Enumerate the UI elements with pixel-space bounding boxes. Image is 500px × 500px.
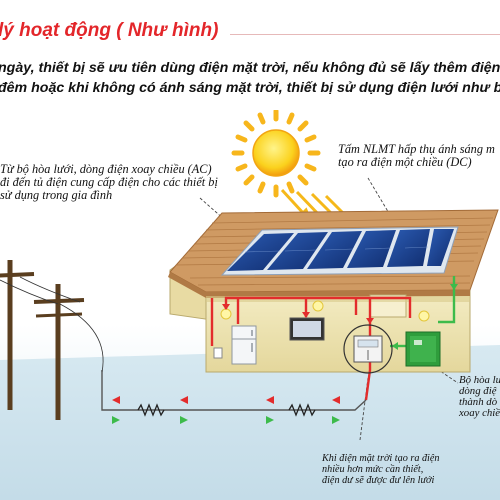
electric-meter bbox=[343, 324, 393, 374]
flow-markers bbox=[222, 284, 458, 350]
lightbulb-icon-3 bbox=[418, 310, 430, 322]
intro-line-1: ngày, thiết bị sẽ ưu tiên dùng điện mặt … bbox=[0, 60, 500, 76]
intro-line-2: đêm hoặc khi không có ánh sáng mặt trời,… bbox=[0, 80, 500, 96]
grid-export-explanation: Khi điện mặt trời tạo ra điện nhiều hơn … bbox=[322, 453, 440, 486]
title-divider bbox=[230, 34, 500, 35]
utility-poles bbox=[0, 260, 104, 420]
header: lý hoạt động ( Như hình) ngày, thiết bị … bbox=[0, 0, 500, 110]
solar-panels bbox=[220, 226, 459, 276]
dc-explanation: Tấm NLMT hấp thụ ánh sáng m tạo ra điện … bbox=[338, 142, 495, 169]
solar-grid-diagram: Từ bộ hòa lưới, dòng điện xoay chiều (AC… bbox=[0, 110, 500, 500]
inverter-explanation: Bộ hòa lư dòng điệ thành dò xoay chiề bbox=[459, 374, 500, 419]
diagram-illustration bbox=[0, 110, 500, 500]
lightbulb-icon-2 bbox=[312, 300, 324, 312]
section-title: lý hoạt động ( Như hình) bbox=[0, 20, 219, 41]
ground bbox=[0, 345, 500, 500]
appliances bbox=[213, 300, 430, 365]
sun-icon bbox=[231, 110, 321, 198]
ac-explanation: Từ bộ hòa lưới, dòng điện xoay chiều (AC… bbox=[0, 162, 218, 202]
lightbulb-icon bbox=[220, 308, 232, 320]
inverter-box bbox=[405, 331, 441, 367]
grid-cable bbox=[101, 370, 367, 424]
